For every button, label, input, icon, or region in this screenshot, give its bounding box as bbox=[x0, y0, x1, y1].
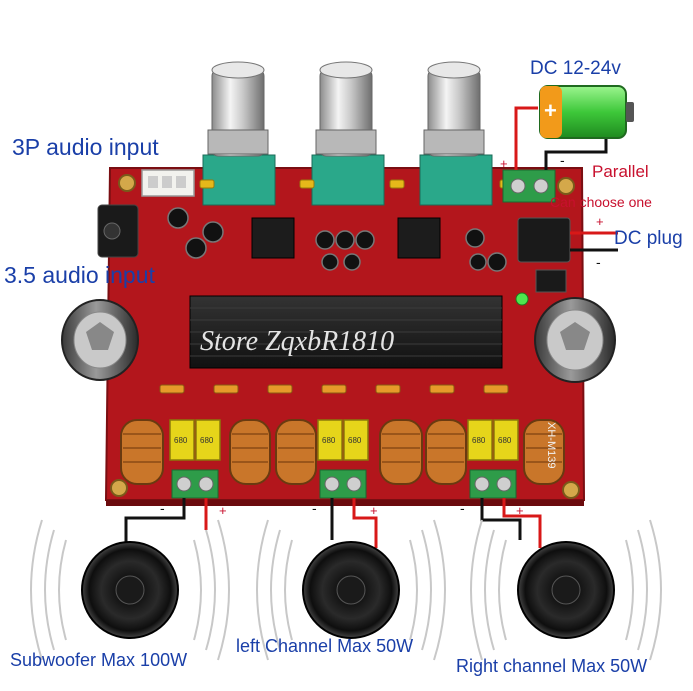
right-minus-mark: - bbox=[460, 500, 465, 516]
svg-text:+: + bbox=[544, 98, 557, 123]
large-capacitor-left bbox=[61, 299, 139, 381]
power-terminal bbox=[502, 169, 556, 203]
battery-icon: + bbox=[539, 85, 634, 139]
dc-plug-wires bbox=[570, 231, 618, 252]
svg-text:680: 680 bbox=[498, 436, 512, 445]
film-cap-marks: 680 680 680 680 680 680 bbox=[174, 436, 512, 445]
dc-jack bbox=[517, 217, 571, 263]
op-amp-chip-1 bbox=[251, 217, 295, 259]
power-minus-mark: - bbox=[560, 152, 565, 168]
svg-text:680: 680 bbox=[348, 436, 362, 445]
op-amp-chip-2 bbox=[397, 217, 441, 259]
board-model: XH-M139 bbox=[545, 422, 557, 468]
dcplug-plus-mark: + bbox=[596, 214, 604, 229]
speaker-terminals bbox=[171, 469, 517, 499]
subwoofer-label: Subwoofer Max 100W bbox=[10, 650, 188, 670]
inductor-windings bbox=[123, 433, 562, 463]
sub-plus-mark: + bbox=[219, 503, 227, 518]
small-capacitors bbox=[167, 207, 507, 272]
large-capacitor-right bbox=[534, 297, 616, 383]
speaker-icon bbox=[81, 541, 615, 639]
power-plus-mark: + bbox=[500, 156, 508, 171]
sub-minus-mark: - bbox=[160, 500, 165, 516]
store-watermark: Store ZqxbR1810 bbox=[200, 326, 395, 357]
audio-35-label: 3.5 audio input bbox=[4, 262, 155, 288]
left-channel-label: left Channel Max 50W bbox=[236, 636, 414, 656]
film-capacitors bbox=[169, 419, 519, 461]
right-channel-label: Right channel Max 50W bbox=[456, 656, 648, 676]
sound-wave-icon bbox=[30, 519, 662, 661]
dc-plug-label: DC plug bbox=[614, 228, 683, 249]
knob-3 bbox=[419, 61, 493, 206]
inductors bbox=[120, 419, 565, 485]
pcb-front-edge bbox=[106, 500, 584, 506]
speaker-wires bbox=[124, 498, 542, 548]
svg-text:680: 680 bbox=[200, 436, 214, 445]
dcplug-minus-mark: - bbox=[596, 254, 601, 270]
svg-text:680: 680 bbox=[174, 436, 188, 445]
left-minus-mark: - bbox=[312, 500, 317, 516]
audio-3p-label: 3P audio input bbox=[12, 134, 159, 160]
knob-2 bbox=[311, 61, 385, 206]
left-plus-mark: + bbox=[370, 503, 378, 518]
svg-text:680: 680 bbox=[322, 436, 336, 445]
power-led bbox=[515, 292, 529, 306]
resistor-row bbox=[159, 384, 509, 394]
right-plus-mark: + bbox=[516, 503, 524, 518]
knob-1 bbox=[202, 61, 276, 206]
power-supply-label: DC 12-24v bbox=[530, 58, 621, 79]
choose-one-label: Can choose one bbox=[550, 194, 652, 210]
parallel-label: Parallel bbox=[592, 162, 649, 181]
svg-text:680: 680 bbox=[472, 436, 486, 445]
mounting-holes bbox=[110, 174, 580, 499]
